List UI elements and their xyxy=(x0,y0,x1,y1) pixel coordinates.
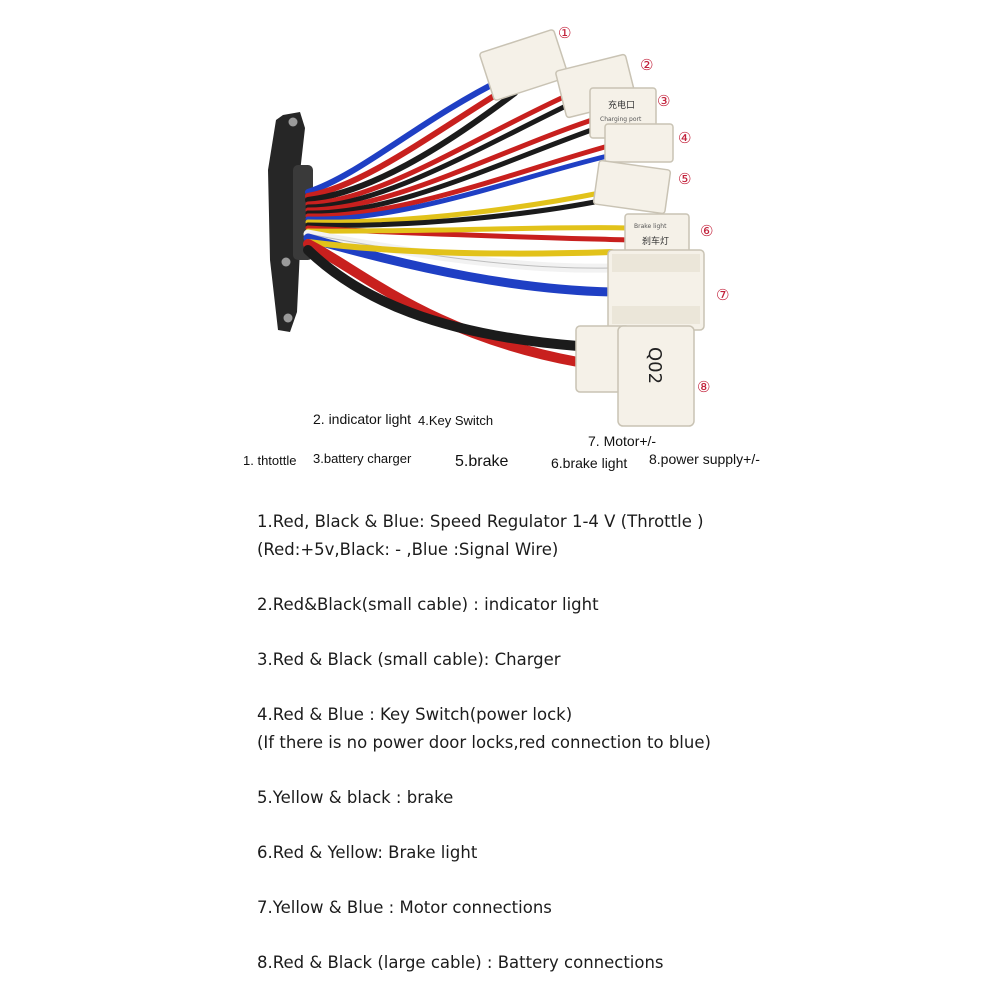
connector-8: Q02 xyxy=(575,325,695,427)
caption-brake-light: 6.brake light xyxy=(551,455,628,471)
description-3: 3.Red & Black (small cable): Charger xyxy=(257,650,561,669)
marker-8: ⑧ xyxy=(697,378,710,396)
description-1-line-2: (Red:+5v,Black: - ,Blue :Signal Wire) xyxy=(257,540,559,559)
brake-light-cn-label: 刹车灯 xyxy=(642,235,669,247)
plug-code-label: Q02 xyxy=(644,347,665,384)
caption-throttle: 1. thtottle xyxy=(243,453,297,468)
wiring-harness-diagram: 充电口 Charging port Brake light 刹车灯 Q02 ① … xyxy=(268,24,729,427)
caption-motor: 7. Motor+/- xyxy=(588,433,657,449)
description-1-line-1: 1.Red, Black & Blue: Speed Regulator 1-4… xyxy=(257,512,704,531)
brake-light-en-label: Brake light xyxy=(634,223,667,230)
description-5: 5.Yellow & black : brake xyxy=(257,788,454,807)
marker-7: ⑦ xyxy=(716,286,729,304)
wire-bundle xyxy=(303,75,631,367)
marker-2: ② xyxy=(640,56,653,74)
screw-hole xyxy=(281,257,291,267)
marker-6: ⑥ xyxy=(700,222,713,240)
description-6: 6.Red & Yellow: Brake light xyxy=(257,843,478,862)
wiring-description-list: 1.Red, Black & Blue: Speed Regulator 1-4… xyxy=(257,508,977,977)
connector-7 xyxy=(607,249,705,331)
connector-5 xyxy=(592,159,672,215)
caption-brake: 5.brake xyxy=(455,453,509,470)
caption-indicator-light: 2. indicator light xyxy=(313,411,412,427)
caption-power-supply: 8.power supply+/- xyxy=(649,451,760,467)
charging-port-cn-label: 充电口 xyxy=(608,99,635,111)
marker-3: ③ xyxy=(657,92,670,110)
caption-key-switch: 4.Key Switch xyxy=(418,413,494,428)
description-8: 8.Red & Black (large cable) : Battery co… xyxy=(257,953,664,972)
charging-port-en-label: Charging port xyxy=(600,116,642,123)
description-4-line-1: 4.Red & Blue : Key Switch(power lock) xyxy=(257,705,573,724)
screw-hole xyxy=(288,117,298,127)
description-7: 7.Yellow & Blue : Motor connections xyxy=(257,898,552,917)
connector-6: Brake light 刹车灯 xyxy=(624,213,690,255)
connector-4 xyxy=(604,123,674,163)
description-4-line-2: (If there is no power door locks,red con… xyxy=(257,733,711,752)
marker-4: ④ xyxy=(678,129,691,147)
marker-5: ⑤ xyxy=(678,170,691,188)
caption-battery-charger: 3.battery charger xyxy=(313,451,412,466)
screw-hole xyxy=(283,313,293,323)
description-2: 2.Red&Black(small cable) : indicator lig… xyxy=(257,595,599,614)
connector-1 xyxy=(479,29,569,101)
marker-1: ① xyxy=(558,24,571,42)
